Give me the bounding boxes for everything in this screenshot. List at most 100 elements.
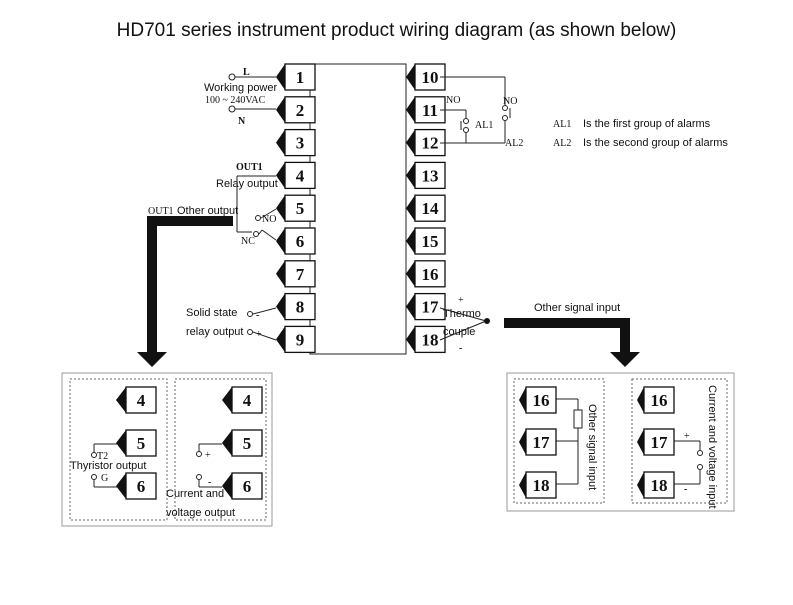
terminal-8-arrow — [276, 293, 285, 320]
cv-output-terminal-6-number: 6 — [243, 477, 252, 496]
thyristor-terminal-4-box — [125, 386, 157, 414]
terminal-18: 18 — [406, 325, 446, 354]
signal-input-terminal-18: 18 — [519, 471, 557, 499]
signal-input-terminal-17-arrow — [519, 429, 526, 455]
terminal-17-box — [414, 292, 446, 321]
thyristor-terminal-6-arrow — [116, 473, 126, 499]
terminal-4-box — [284, 161, 316, 190]
signal-input-terminal-17-box — [525, 428, 557, 456]
relay-output-label: Relay output — [216, 178, 278, 190]
terminal-1-box — [284, 63, 316, 91]
al1-label: AL1 — [475, 120, 493, 131]
other-signal-input-label: Other signal input — [534, 302, 620, 314]
cv-input-terminal-17-box — [643, 428, 675, 456]
cv-input-terminal-18-box — [643, 471, 675, 499]
thyristor-terminal-5-arrow — [116, 430, 126, 456]
terminal-5-arrow — [276, 195, 285, 222]
out1-no-label: NO — [262, 214, 276, 225]
cv-input-terminal-16-box — [643, 386, 675, 414]
terminal-14-number: 14 — [422, 199, 440, 218]
thyristor-terminal-4-number: 4 — [137, 391, 146, 410]
terminal-15-arrow — [406, 228, 415, 254]
terminal-11: 11 — [406, 96, 446, 124]
terminal-15-number: 15 — [422, 232, 439, 251]
terminal-16-box — [414, 260, 446, 288]
terminal-1: 1 — [276, 63, 316, 91]
cv-input-terminal-16-number: 16 — [651, 391, 668, 410]
terminal-4-number: 4 — [296, 166, 305, 185]
legend-al1-code: AL1 — [553, 119, 571, 130]
thermo-plus: + — [458, 295, 464, 306]
terminal-11-arrow — [406, 96, 415, 123]
terminal-15: 15 — [406, 227, 446, 255]
thyristor-terminal-4: 4 — [116, 386, 157, 414]
instrument-body — [309, 63, 407, 355]
signal-input-terminal-16: 16 — [519, 386, 557, 414]
al2-label: AL2 — [505, 138, 523, 149]
out1-nc-label: NC — [241, 236, 255, 247]
terminal-16-number: 16 — [422, 265, 439, 284]
current-voltage-input-panel — [631, 378, 728, 504]
terminal-7-number: 7 — [296, 265, 305, 284]
terminal-3: 3 — [276, 128, 316, 157]
cv-output-terminal-6-box — [231, 472, 263, 500]
cv-output-terminal-5-box — [231, 429, 263, 457]
thermo-label-2: couple — [443, 326, 475, 338]
terminal-17-number: 17 — [422, 298, 440, 317]
cv-input-terminal-18-arrow — [637, 472, 644, 498]
other-output-arrow — [137, 216, 233, 367]
cv-input-terminal-17-number: 17 — [651, 433, 669, 452]
terminal-7: 7 — [276, 260, 316, 288]
signal-input-terminal-18-number: 18 — [533, 476, 550, 495]
cv-input-wiring — [674, 440, 703, 485]
legend-al2-code: AL2 — [553, 138, 571, 149]
signal-input-terminal-17-number: 17 — [533, 433, 551, 452]
thermo-label-1: Thermo — [443, 308, 481, 320]
signal-input-terminal-16-box — [525, 386, 557, 414]
terminal-18-number: 18 — [422, 330, 439, 349]
terminal-6: 6 — [276, 227, 316, 255]
terminal-15-box — [414, 227, 446, 255]
g-label: G — [101, 473, 108, 484]
terminal-3-box — [284, 128, 316, 157]
signal-input-terminal-16-arrow — [519, 387, 526, 413]
current-voltage-output-panel — [174, 378, 267, 521]
cv-output-terminal-5-number: 5 — [243, 434, 252, 453]
terminal-2-arrow — [276, 96, 285, 123]
thyristor-wiring — [91, 443, 118, 488]
terminal-3-number: 3 — [296, 134, 305, 153]
terminal-12: 12 — [406, 128, 446, 157]
cv-output-label-2: voltage output — [166, 507, 235, 519]
other-signal-input-panel — [513, 378, 605, 504]
al2-no-label: NO — [503, 96, 517, 107]
terminal-10: 10 — [406, 63, 446, 91]
cv-output-terminal-6: 6 — [222, 472, 263, 500]
terminal-10-arrow — [406, 64, 415, 90]
cv-output-terminal-5: 5 — [222, 429, 263, 457]
terminal-6-number: 6 — [296, 232, 305, 251]
thermocouple-wiring — [439, 307, 487, 341]
cv-output-plus: + — [205, 450, 211, 461]
cv-output-wiring — [196, 443, 222, 488]
cv-input-plus: + — [684, 431, 690, 442]
ssr-wiring — [247, 307, 277, 341]
thyristor-terminal-5-number: 5 — [137, 434, 146, 453]
terminal-13-arrow — [406, 162, 415, 189]
al1-no-label: NO — [446, 95, 460, 106]
signal-input-terminal-18-box — [525, 471, 557, 499]
cv-output-label-1: Current and — [166, 488, 224, 500]
terminal-14: 14 — [406, 194, 446, 222]
other-output-label: Other output — [177, 205, 238, 217]
terminal-3-arrow — [276, 129, 285, 156]
cv-output-terminal-4: 4 — [222, 386, 263, 414]
cv-input-terminal-16-arrow — [637, 387, 644, 413]
cv-output-terminal-4-arrow — [222, 387, 232, 413]
cv-output-terminal-5-arrow — [222, 430, 232, 456]
terminal-12-number: 12 — [422, 134, 439, 153]
cv-output-terminal-6-arrow — [222, 473, 232, 499]
thermocouple-junction — [484, 318, 490, 324]
terminal-4-arrow — [276, 162, 285, 189]
